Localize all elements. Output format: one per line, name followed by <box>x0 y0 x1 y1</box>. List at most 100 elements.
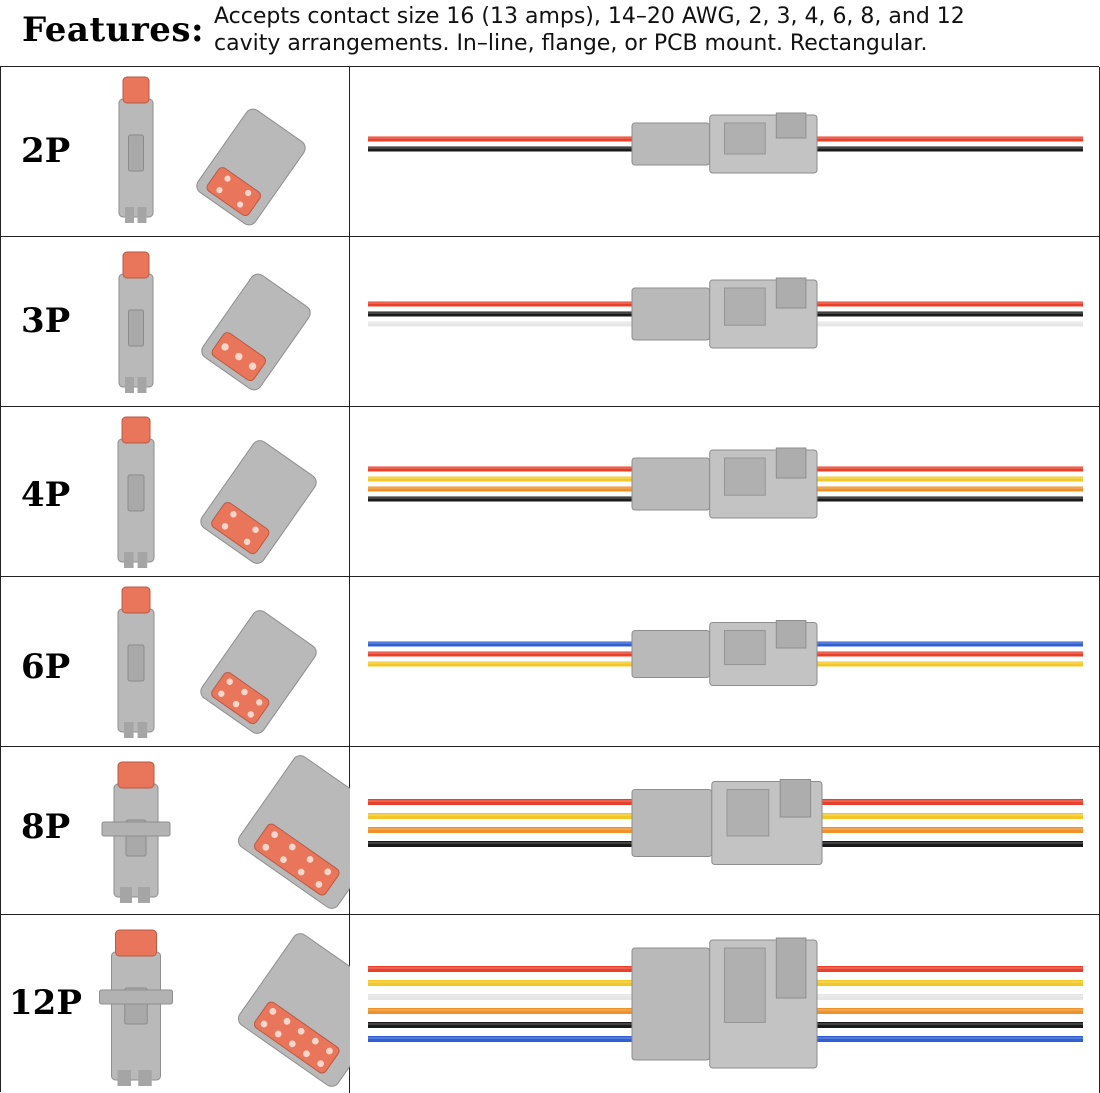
cavity-hole-icon <box>243 538 251 546</box>
cavity-hole-icon <box>224 175 231 182</box>
mated-connector <box>631 277 818 349</box>
angled-connector <box>200 610 317 734</box>
angled-connector-body <box>237 933 350 1087</box>
cavity-hole-icon <box>297 868 305 876</box>
cavity-hole-icon <box>241 688 248 696</box>
latch-icon <box>724 457 766 496</box>
cavity-hole-icon <box>297 1027 305 1035</box>
cavity-hole-icon <box>280 856 287 864</box>
connector-photos <box>117 586 317 738</box>
foot-icon <box>117 1070 131 1086</box>
features-title: Features: <box>22 10 205 50</box>
row-3p: 3P <box>1 237 1100 407</box>
angled-connector <box>201 273 311 391</box>
features-line-1: Accepts contact size 16 (13 amps), 14–20… <box>214 4 965 29</box>
connector-product-images <box>101 755 350 909</box>
cavity-hole-icon <box>262 843 270 851</box>
cavity-face <box>253 1001 340 1074</box>
plug-body <box>631 122 711 166</box>
pin-count-label: 8P <box>21 807 71 847</box>
angled-connector <box>196 108 306 226</box>
connector-product-images <box>117 416 317 568</box>
wired-connector-illustration <box>368 277 1083 349</box>
cavity-hole-icon <box>237 201 244 208</box>
cavity-hole-icon <box>271 831 278 839</box>
cavity-hole-icon <box>218 690 225 697</box>
wiring-cell <box>350 67 1100 236</box>
cavity-hole-icon <box>252 526 259 534</box>
cavity-hole-icon <box>226 678 233 685</box>
wiring-cell <box>350 237 1100 406</box>
cavity-hole-icon <box>221 343 229 351</box>
foot-icon <box>137 377 147 393</box>
angled-connector <box>200 440 317 564</box>
latch-icon <box>726 789 770 837</box>
cavity-hole-icon <box>283 1017 291 1025</box>
vertical-connector-seal <box>115 929 157 957</box>
cavity-hole-icon <box>315 881 323 888</box>
lock-tab-icon <box>775 620 807 649</box>
lock-tab-icon <box>779 779 812 818</box>
cavity-face <box>206 167 262 217</box>
lock-tab-icon <box>775 447 807 479</box>
product-photo-cell: 12P <box>1 915 350 1093</box>
mated-connector <box>631 620 818 686</box>
product-photo-cell: 2P <box>1 67 350 236</box>
cavity-face <box>253 823 340 896</box>
lock-tab-icon <box>775 277 807 309</box>
plug-body <box>631 789 713 857</box>
product-photo-cell: 8P <box>1 747 350 914</box>
latch-icon <box>724 947 766 1023</box>
connector-table: 2P 3P 4P 6P 8P <box>0 66 1100 1093</box>
row-6p: 6P <box>1 577 1100 747</box>
foot-icon <box>137 552 148 568</box>
lock-tab-icon <box>775 937 807 999</box>
cavity-hole-icon <box>245 189 252 197</box>
product-photo-cell: 6P <box>1 577 350 746</box>
connector-photos <box>118 251 311 393</box>
wiring-cell <box>350 407 1100 576</box>
plug-body <box>631 457 711 511</box>
wired-connector-illustration <box>368 620 1083 686</box>
pin-count-label: 4P <box>21 475 71 515</box>
vertical-connector-seal <box>117 761 155 789</box>
connector-photos <box>101 755 350 909</box>
row-8p: 8P <box>1 747 1100 915</box>
connector-photos <box>117 416 317 568</box>
features-description: Accepts contact size 16 (13 amps), 14–20… <box>214 3 1094 57</box>
mated-connector <box>631 112 818 174</box>
pin-count-label: 12P <box>9 983 82 1023</box>
latch-icon <box>724 630 766 666</box>
vertical-connector-seal <box>121 586 151 614</box>
cavity-hole-icon <box>269 1008 277 1015</box>
cavity-hole-icon <box>274 1030 282 1038</box>
cavity-hole-icon <box>232 700 240 708</box>
foot-icon <box>124 552 134 568</box>
features-line-2: cavity arrangements. In–line, flange, or… <box>214 31 928 56</box>
pin-count-label: 3P <box>21 301 71 341</box>
cavity-hole-icon <box>317 1060 325 1068</box>
foot-icon <box>137 207 147 223</box>
foot-icon <box>120 887 132 903</box>
flange-icon <box>99 989 173 1005</box>
cavity-hole-icon <box>324 868 332 876</box>
row-2p: 2P <box>1 67 1100 237</box>
cavity-hole-icon <box>260 1020 268 1028</box>
plug-body <box>631 287 711 341</box>
connector-product-images <box>99 929 350 1087</box>
vertical-connector-seal <box>121 416 151 444</box>
row-4p: 4P <box>1 407 1100 577</box>
vertical-connector-seal <box>122 76 150 104</box>
latch-icon <box>127 474 145 512</box>
wiring-cell <box>350 577 1100 746</box>
lock-tab-icon <box>775 112 807 139</box>
row-12p: 12P <box>1 915 1100 1093</box>
cavity-hole-icon <box>248 362 257 370</box>
product-photo-cell: 4P <box>1 407 350 576</box>
wired-connector-illustration <box>368 112 1083 174</box>
cavity-face <box>211 671 270 725</box>
plug-body <box>631 630 711 678</box>
latch-icon <box>128 134 144 172</box>
cavity-hole-icon <box>311 1037 319 1045</box>
foot-icon <box>125 207 134 223</box>
